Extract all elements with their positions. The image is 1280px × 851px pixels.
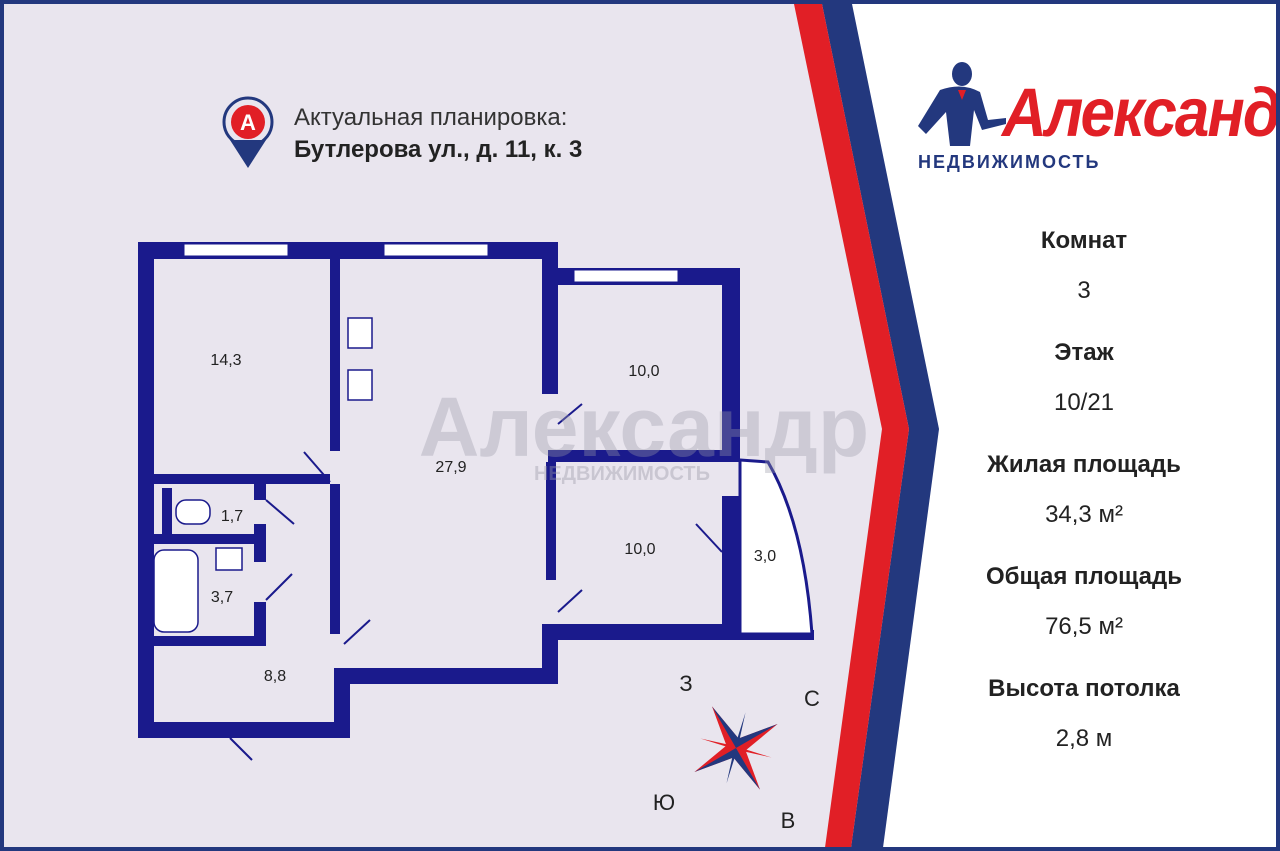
compass-south-label: Ю [653, 790, 675, 815]
info-label: Общая площадь [985, 563, 1183, 590]
room-area-label: 10,0 [628, 363, 659, 380]
room-area-label: 14,3 [210, 352, 241, 369]
brand-subtitle: НЕДВИЖИМОСТЬ [918, 152, 1101, 172]
decorative-stripes [794, 4, 1276, 847]
compass-north-label: С [804, 686, 820, 711]
compass-rose-icon [694, 706, 778, 790]
compass-east-label: В [781, 808, 796, 833]
info-total-area: Общая площадь 76,5 м² [884, 558, 1276, 670]
room-area-label: 3,7 [211, 589, 233, 606]
compass-west-label: З [679, 671, 692, 696]
room-area-label: 3,0 [754, 548, 776, 565]
watermark-subtitle: НЕДВИЖИМОСТЬ [534, 463, 710, 485]
info-value: 3 [1077, 277, 1091, 304]
info-label: Жилая площадь [987, 451, 1181, 478]
info-ceiling-height: Высота потолка 2,8 м [884, 670, 1276, 782]
plan-address: Бутлерова ул., д. 11, к. 3 [294, 136, 583, 163]
floor-plan: Александр НЕДВИЖИМОСТЬ 14,3 27,9 10,0 10… [138, 242, 869, 833]
info-value: 76,5 м² [1045, 613, 1123, 640]
info-value: 34,3 м² [1045, 501, 1123, 528]
room-area-label: 8,8 [264, 668, 286, 685]
room-area-label: 10,0 [624, 541, 655, 558]
info-value: 10/21 [1053, 389, 1115, 416]
room-area-label: 1,7 [221, 508, 243, 525]
person-illustration-icon [918, 62, 1006, 146]
brand-logo: Александр НЕДВИЖИМОСТЬ [910, 60, 1276, 180]
pin-letter: A [240, 110, 256, 135]
room-area-label: 27,9 [435, 459, 466, 476]
info-rooms: Комнат 3 [884, 222, 1276, 334]
info-label: Этаж [1054, 339, 1114, 366]
plan-title: Актуальная планировка: [294, 104, 568, 131]
apartment-info-panel: Комнат 3 Этаж 10/21 Жилая площадь 34,3 м… [884, 222, 1276, 782]
info-floor: Этаж 10/21 [884, 334, 1276, 446]
watermark-brand: Александр [419, 380, 869, 474]
info-label: Комнат [1040, 227, 1128, 254]
info-value: 2,8 м [1055, 725, 1113, 752]
info-label: Высота потолка [988, 675, 1180, 702]
location-pin-icon: A [222, 96, 274, 168]
info-living-area: Жилая площадь 34,3 м² [884, 446, 1276, 558]
brand-name: Александр [1002, 75, 1280, 152]
